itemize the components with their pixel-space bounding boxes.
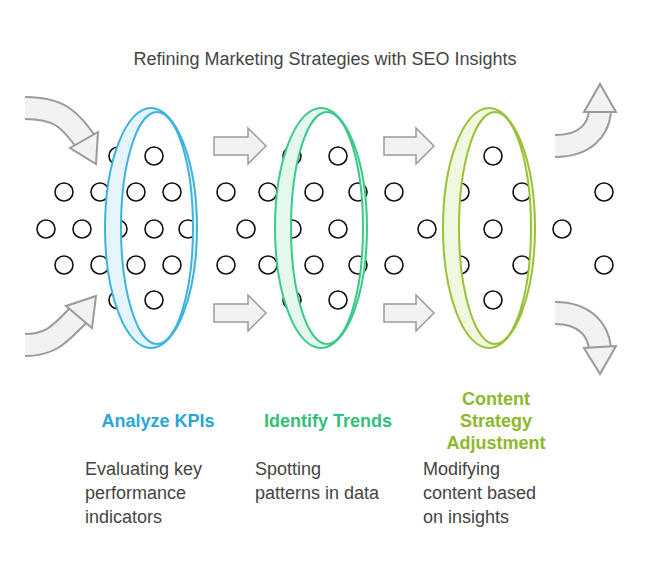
ring-shape bbox=[438, 104, 548, 354]
stage-description: Evaluating key performance indicators bbox=[85, 457, 221, 529]
curved-arrow bbox=[555, 112, 600, 146]
data-dot bbox=[217, 256, 235, 274]
diagram-title: Refining Marketing Strategies with SEO I… bbox=[0, 49, 650, 70]
curved-arrow bbox=[25, 108, 86, 142]
input-arrows bbox=[25, 108, 600, 348]
stage-heading: Identify Trends bbox=[253, 410, 403, 432]
flow-arrow bbox=[214, 128, 266, 164]
curved-arrow bbox=[555, 112, 600, 146]
flow-arrow bbox=[384, 128, 434, 164]
data-dot bbox=[37, 220, 55, 238]
data-dot bbox=[145, 291, 163, 309]
curved-arrow bbox=[25, 108, 86, 142]
data-dot bbox=[259, 183, 277, 201]
data-dot bbox=[163, 256, 181, 274]
ring-band bbox=[275, 108, 367, 348]
data-dot bbox=[217, 183, 235, 201]
data-dot bbox=[553, 220, 571, 238]
arrow-head bbox=[70, 132, 98, 164]
data-dot bbox=[595, 183, 613, 201]
data-dot bbox=[595, 256, 613, 274]
data-dot bbox=[385, 256, 403, 274]
stage-node: Analyze KPIsEvaluating key performance i… bbox=[83, 104, 233, 534]
data-dot bbox=[329, 291, 347, 309]
data-dot bbox=[55, 256, 73, 274]
data-dot bbox=[73, 220, 91, 238]
data-dot bbox=[55, 183, 73, 201]
arrow-heads bbox=[66, 84, 616, 374]
ring-band bbox=[443, 108, 535, 348]
flow-arrow bbox=[384, 295, 434, 331]
data-dot bbox=[329, 147, 347, 165]
stage-description: Modifying content based on insights bbox=[423, 457, 553, 529]
data-dot bbox=[329, 220, 347, 238]
curved-arrow bbox=[25, 312, 82, 345]
curved-arrow bbox=[25, 312, 82, 345]
ring-band bbox=[105, 108, 197, 348]
stage-node: Identify TrendsSpotting patterns in data bbox=[253, 104, 403, 534]
data-dot bbox=[127, 256, 145, 274]
data-dot bbox=[484, 291, 502, 309]
ring-shape bbox=[270, 104, 380, 354]
data-dot bbox=[305, 183, 323, 201]
curved-arrow bbox=[555, 313, 600, 348]
data-dot bbox=[163, 183, 181, 201]
stage-heading: Analyze KPIs bbox=[83, 410, 233, 432]
data-dot bbox=[418, 220, 436, 238]
data-dot bbox=[484, 220, 502, 238]
curved-arrow bbox=[555, 313, 600, 348]
arrow-head bbox=[584, 346, 616, 374]
data-dot bbox=[145, 220, 163, 238]
data-dot bbox=[484, 147, 502, 165]
data-dot bbox=[127, 183, 145, 201]
stage-description: Spotting patterns in data bbox=[255, 457, 387, 505]
ring-shape bbox=[100, 104, 210, 354]
data-dot bbox=[385, 183, 403, 201]
data-dot bbox=[145, 147, 163, 165]
stage-heading: Content Strategy Adjustment bbox=[436, 388, 556, 454]
data-dot bbox=[305, 256, 323, 274]
flow-arrow bbox=[214, 295, 266, 331]
data-dot bbox=[237, 220, 255, 238]
stage-node: Content Strategy AdjustmentModifying con… bbox=[421, 104, 571, 534]
arrow-head bbox=[66, 296, 96, 328]
data-dot bbox=[259, 256, 277, 274]
arrow-head bbox=[584, 84, 616, 112]
